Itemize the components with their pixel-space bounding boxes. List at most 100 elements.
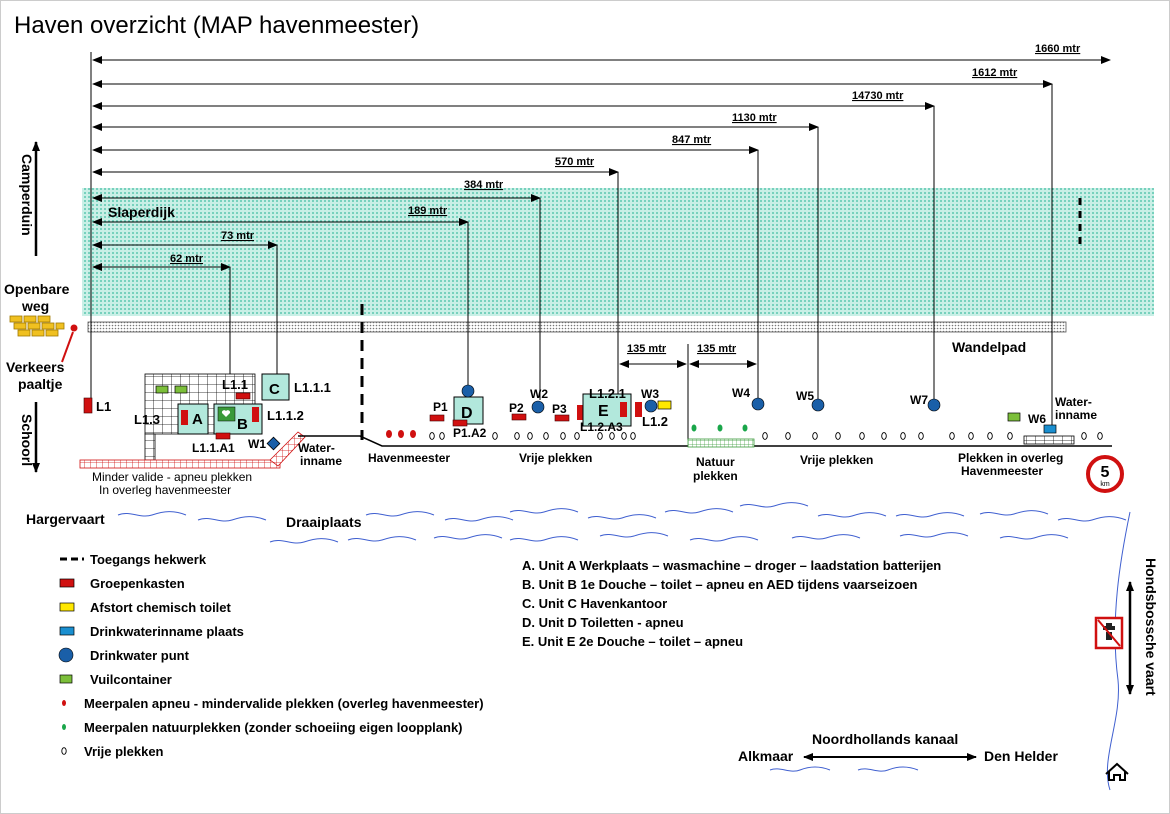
wave-line [269,538,339,544]
vrije-plek-marker [597,432,603,440]
wave-line [509,536,579,542]
den-helder-label: Den Helder [984,748,1058,764]
verkeers-paaltje-pointer [61,331,74,363]
code-L1: L1 [96,399,111,414]
wave-line [444,516,514,522]
legend-label: Meerpalen natuurplekken (zonder schoeiin… [84,720,463,735]
speed-limit-unit: km [1100,481,1110,488]
openbare-weg-line2: weg [21,298,49,314]
noordhollands-kanaal-label: Noordhollands kanaal [812,731,958,747]
wave-line [664,508,734,514]
vrije-plek-marker [574,432,580,440]
vrije-plek-marker [835,432,841,440]
groepenkast-E [620,402,627,417]
wave-line [739,502,809,508]
vrije-plek-marker [560,432,566,440]
groepenkast-L1.1.2 [252,407,259,422]
code-E: E [598,403,609,420]
drinkwater-punt-W3 [644,399,658,413]
unit-legend-item: B. Unit B 1e Douche – toilet – apneu en … [522,577,917,592]
wave-line [791,534,861,540]
drinkwater-inname-W1 [266,436,281,451]
unit-C [261,373,290,401]
wave-line [117,511,187,517]
vrije-plek-marker [543,432,549,440]
brick-road-icon [9,315,65,337]
code-L1.1.A1: L1.1.A1 [192,441,235,455]
drinkwater-punt-W7 [927,398,941,412]
code-P3: P3 [552,402,567,416]
legend-blue-box-icon [59,626,75,636]
bridge-sign-cross [1097,619,1121,647]
home-icon [1105,762,1129,781]
schoorl-label: Schoorl [19,414,35,466]
havenmeester-label: Havenmeester [368,451,450,465]
code-C: C [269,381,280,398]
camperduin-label: Camperduin [19,154,35,236]
hargervaart-label: Hargervaart [26,511,105,527]
wave-line [587,514,657,520]
vrije-plek-marker [429,432,435,440]
wave-line [1057,516,1127,522]
afstort-chemisch-toilet [657,400,672,410]
vrije-plek-marker [900,432,906,440]
code-W6: W6 [1028,412,1046,426]
vrije-plek-marker [762,432,768,440]
minder-valide-line1: Minder valide - apneu plekken [92,470,252,484]
water-inname-2-line1: Water- [1055,395,1092,409]
distance-label: 570 mtr [555,156,595,168]
code-A: A [192,411,203,428]
groepenkast-P2 [511,413,527,421]
speed-limit-sign [1086,455,1124,493]
vrije-plek-marker [1007,432,1013,440]
distance-label: 1660 mtr [1035,43,1081,55]
verkeers-paaltje-line1: Verkeers [6,359,65,375]
vrije-plek-marker [812,432,818,440]
wandelpad-path [87,321,1067,333]
gap-label: 135 mtr [697,343,737,355]
quay-line-1 [298,435,688,447]
vrije-plek-marker [785,432,791,440]
groepenkast-P3 [554,414,570,422]
wave-line [979,510,1049,516]
slaperdijk-label: Slaperdijk [108,204,175,220]
legend-label: Vuilcontainer [90,672,172,687]
water-waves [117,502,1127,544]
vrije-plek-marker [881,432,887,440]
unit-legend-item: C. Unit C Havenkantoor [522,596,667,611]
gap-label: 135 mtr [627,343,667,355]
legend-label: Groepenkasten [90,576,185,591]
plekken-overleg-line2: Havenmeester [961,464,1043,478]
wandelpad-label: Wandelpad [952,339,1026,355]
distance-label: 73 mtr [221,230,255,242]
hondsbossche-label: Hondsbossche vaart [1143,558,1159,696]
meerpalen-apneu [386,430,416,438]
wave-line [817,512,887,518]
legend-blue-circle-icon [58,647,74,663]
drinkwater-inname-W6 [1043,424,1057,434]
legend-zero-icon [61,747,67,755]
legend-yellow-box-icon [59,602,75,612]
vrije-plek-marker [439,432,445,440]
vrije-plek-marker [630,432,636,440]
unit-legend-item: D. Unit D Toiletten - apneu [522,615,684,630]
vrije-plek-marker [514,432,520,440]
groepenkast-L1.3 [181,410,188,425]
alkmaar-label: Alkmaar [738,748,794,764]
distance-label: 1130 mtr [732,112,777,124]
vrije-plekken-1-label: Vrije plekken [519,451,592,465]
speed-limit-value: 5 [1101,464,1110,481]
distance-label: 14730 mtr [852,90,904,102]
code-L1.1.1: L1.1.1 [294,380,331,395]
vrije-plek-marker [949,432,955,440]
wave-line [895,512,965,518]
legend-red-box-icon [59,578,75,588]
unit-D [453,396,484,425]
groepenkast-P1 [429,414,445,422]
vuilcontainer-1 [155,385,169,394]
code-P1: P1 [433,400,448,414]
plekken-overleg-line1: Plekken in overleg [958,451,1063,465]
